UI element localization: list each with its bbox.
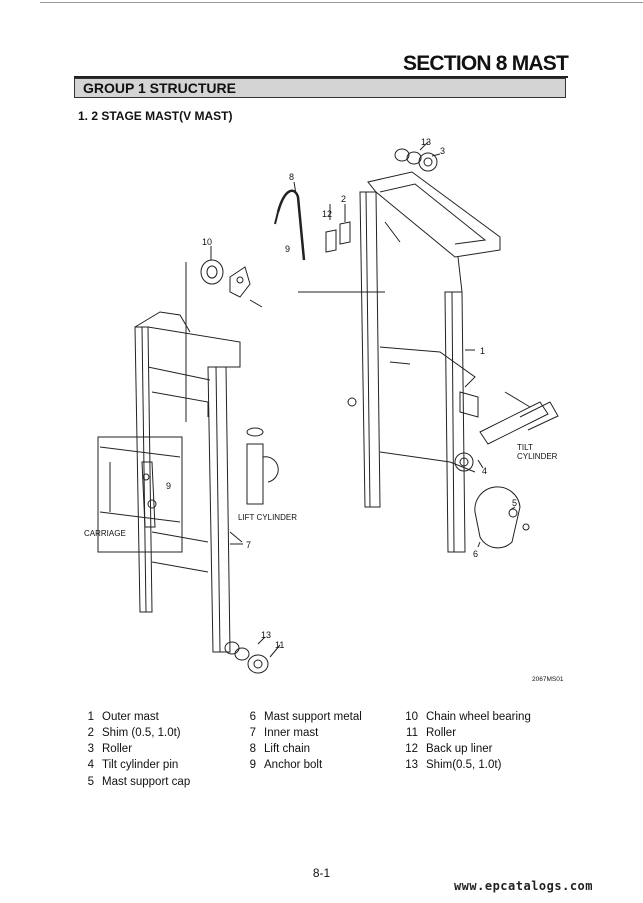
- subheading: 1. 2 STAGE MAST(V MAST): [78, 109, 233, 123]
- callout-9: 9: [285, 244, 290, 254]
- section-rule: [74, 76, 568, 78]
- callout-12: 12: [322, 209, 332, 219]
- watermark-text: www.epcatalogs.com: [453, 879, 593, 893]
- carriage-label: CARRIAGE: [84, 529, 126, 538]
- group-bar: GROUP 1 STRUCTURE: [74, 78, 566, 98]
- callout-1: 1: [480, 346, 485, 356]
- callout-10: 10: [202, 237, 212, 247]
- callout-6: 6: [473, 549, 478, 559]
- tilt-cylinder-drawing: [454, 391, 559, 472]
- callout-5: 5: [512, 498, 517, 508]
- section-title: SECTION 8 MAST: [403, 52, 569, 75]
- back-up-liner-drawing: [325, 221, 351, 253]
- callout-3: 3: [440, 146, 445, 156]
- carriage-inset-box: [97, 436, 183, 553]
- inner-mast-drawing: [134, 311, 243, 653]
- callout-11: 11: [275, 640, 284, 650]
- tilt-cylinder-label-line1: TILT: [517, 443, 533, 452]
- mast-exploded-diagram: 1 2 3 4 5 6 7 8 9 10 11 12 13 13 9 TILT …: [84, 137, 564, 683]
- tilt-cylinder-label-line2: CYLINDER: [517, 452, 558, 461]
- figure-code: 2067MS01: [532, 676, 564, 683]
- callout-2: 2: [341, 194, 346, 204]
- outer-mast-drawing: [347, 171, 501, 553]
- lift-chain-drawing: [274, 189, 306, 261]
- callout-9b: 9: [166, 481, 171, 491]
- lift-cylinder-drawing: [246, 427, 279, 505]
- carriage-drawing: [99, 446, 181, 528]
- bottom-rollers-drawing: [224, 641, 269, 674]
- callout-13: 13: [421, 137, 431, 147]
- callout-13b: 13: [261, 630, 271, 640]
- mast-support-drawing: [474, 486, 530, 549]
- chain-wheel-bearing-drawing: [200, 259, 263, 308]
- callout-8: 8: [289, 172, 294, 182]
- lift-cylinder-label: LIFT CYLINDER: [238, 513, 297, 522]
- callout-4: 4: [482, 466, 487, 476]
- top-rollers-drawing: [394, 148, 438, 172]
- page-number: 8-1: [312, 866, 331, 880]
- callout-7: 7: [246, 540, 251, 550]
- group-title: GROUP 1 STRUCTURE: [83, 80, 236, 96]
- top-rule: [40, 2, 643, 3]
